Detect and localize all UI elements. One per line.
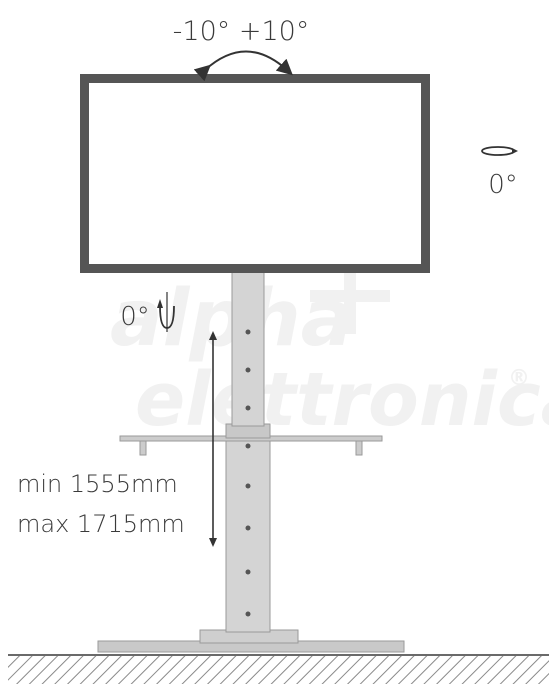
watermark-registered: ® <box>508 366 530 391</box>
swivel-label: 0° <box>488 170 518 200</box>
hole <box>245 405 251 411</box>
watermark-plus-v <box>344 258 356 334</box>
height-max-label: max 1715mm <box>17 510 185 538</box>
hole <box>245 569 251 575</box>
hole <box>245 525 251 531</box>
rotation-label: 0° <box>120 302 150 332</box>
watermark: alpha elettronica ® <box>110 258 549 443</box>
hole <box>245 329 251 335</box>
tilt-label: -10° +10° <box>173 16 310 47</box>
swivel-arrow-icon <box>481 146 518 156</box>
upper-column <box>231 267 265 427</box>
hole <box>245 367 251 373</box>
height-min-label: min 1555mm <box>17 470 178 498</box>
shelf-lip-right <box>355 440 363 456</box>
shelf-lip-left <box>139 440 147 456</box>
tv-screen <box>80 74 430 273</box>
tilt-arrow-icon <box>193 50 293 82</box>
ground-hatch <box>8 655 549 684</box>
hole <box>245 443 251 449</box>
hole <box>245 483 251 489</box>
rotation-arrow-icon <box>157 292 175 332</box>
watermark-line2: elettronica <box>135 357 549 443</box>
height-arrow-icon <box>209 331 217 547</box>
column-holes <box>245 329 251 617</box>
hole <box>245 611 251 617</box>
lower-column <box>225 435 271 633</box>
